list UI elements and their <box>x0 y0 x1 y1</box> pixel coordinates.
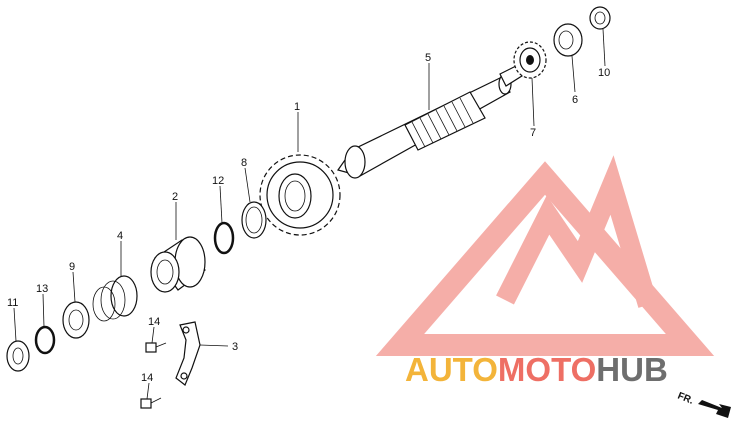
callout-12: 12 <box>212 175 224 187</box>
callout-9: 9 <box>69 261 75 273</box>
snap-ring-12 <box>213 221 235 255</box>
watermark-hub: HUB <box>596 351 668 388</box>
callout-14-lower: 14 <box>141 372 153 384</box>
splined-sleeve <box>150 236 206 293</box>
callout-8: 8 <box>241 157 247 169</box>
callout-10: 10 <box>598 67 610 79</box>
leader-lines <box>13 28 606 400</box>
callout-6: 6 <box>572 94 578 106</box>
thrust-washer-10 <box>589 6 611 30</box>
callout-5: 5 <box>425 52 431 64</box>
callout-13: 13 <box>36 283 48 295</box>
watermark-text: AUTOMOTOHUB <box>405 351 668 388</box>
callout-4: 4 <box>117 230 123 242</box>
needle-bearing-4 <box>92 275 138 322</box>
main-shaft <box>337 63 526 179</box>
callout-numbers: 1 2 3 4 5 6 7 8 9 10 11 12 13 14 14 <box>7 52 610 384</box>
callout-3: 3 <box>232 341 238 353</box>
watermark-logo <box>375 155 715 356</box>
bearing-needle <box>553 23 583 57</box>
callout-11: 11 <box>7 297 18 309</box>
watermark-auto: AUTO <box>405 351 498 388</box>
front-direction-indicator: FR. <box>676 391 731 418</box>
callout-2: 2 <box>172 191 178 203</box>
callout-7: 7 <box>530 127 536 139</box>
front-label: FR. <box>676 391 695 407</box>
thrust-washer-9 <box>62 301 90 339</box>
callout-1: 1 <box>294 101 300 113</box>
washer-11 <box>6 340 30 372</box>
gear-large <box>259 154 341 236</box>
callout-14-upper: 14 <box>148 316 160 328</box>
snap-ring-13 <box>34 325 56 355</box>
bolt-lower <box>140 397 162 409</box>
watermark-moto: MOTO <box>498 351 596 388</box>
retaining-plate <box>175 321 201 386</box>
front-arrow-icon <box>698 400 731 418</box>
thrust-washer-8 <box>241 201 267 239</box>
bearing-gear <box>513 41 547 79</box>
bolt-upper <box>145 342 167 353</box>
svg-text:AUTOMOTOHUB: AUTOMOTOHUB <box>405 351 668 388</box>
